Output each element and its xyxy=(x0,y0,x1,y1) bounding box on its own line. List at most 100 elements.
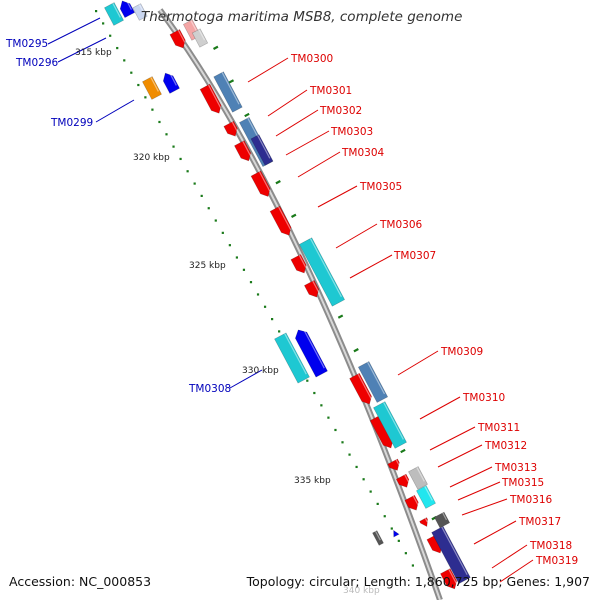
tick-dot xyxy=(390,527,393,530)
tick-dot xyxy=(362,478,365,481)
tick-dot xyxy=(158,120,161,124)
reverse-gene-glyph-shape xyxy=(372,530,384,546)
gene-label-tm0313[interactable]: TM0313 xyxy=(494,462,537,474)
reverse-gene-glyph-shine xyxy=(138,4,145,14)
tick-mark xyxy=(212,45,219,50)
reverse-gene-glyph xyxy=(372,530,384,546)
leader-line xyxy=(397,350,439,376)
forward-gene-glyph-shine xyxy=(442,512,448,521)
forward-gene-glyph-shine xyxy=(257,135,271,159)
gene-label-tm0307[interactable]: TM0307 xyxy=(393,250,436,262)
tick-dot xyxy=(186,170,189,173)
tick-dot xyxy=(221,231,224,234)
reverse-gene-glyph xyxy=(119,0,136,19)
forward-gene-glyph xyxy=(387,458,400,471)
reverse-gene-glyph-shape xyxy=(132,3,148,21)
forward-gene-glyph-shape xyxy=(373,401,407,449)
reverse-gene-glyph xyxy=(104,2,124,26)
forward-gene-glyph xyxy=(419,517,428,528)
gene-label-tm0304[interactable]: TM0304 xyxy=(341,147,385,159)
gene-label-tm0317[interactable]: TM0317 xyxy=(518,516,561,528)
forward-gene-glyph xyxy=(234,140,252,162)
tick-dot xyxy=(383,515,386,518)
tick-dot xyxy=(320,404,323,407)
forward-gene-glyph-shine xyxy=(258,171,271,192)
forward-gene-glyph-shine xyxy=(383,402,404,440)
forward-gene-glyph-shine xyxy=(357,373,372,399)
tick-mark xyxy=(275,180,281,185)
accession-text: Accession: NC_000853 xyxy=(9,574,152,589)
leader-line xyxy=(419,396,461,420)
forward-gene-glyph xyxy=(404,494,419,511)
forward-gene-glyph xyxy=(416,485,436,509)
scale-label: 335 kbp xyxy=(294,476,331,486)
genome-title: Thermotoga maritima MSB8, complete genom… xyxy=(141,9,463,25)
leader-line xyxy=(449,466,493,488)
forward-gene-glyph-shine xyxy=(441,526,468,576)
tick-dot xyxy=(256,293,260,296)
reverse-gene-glyph-shine xyxy=(375,531,381,541)
leader-line xyxy=(229,369,263,389)
scale-labels: 315 kbp 320 kbp 325 kbp 330 kbp 335 kbp … xyxy=(75,48,380,596)
gene-label-tm0316[interactable]: TM0316 xyxy=(509,494,553,506)
gene-label-tm0300[interactable]: TM0300 xyxy=(290,53,333,65)
forward-gene-glyph-shape xyxy=(433,511,451,529)
gene-label-tm0306[interactable]: TM0306 xyxy=(379,219,423,231)
gene-label-tm0301[interactable]: TM0301 xyxy=(309,85,352,97)
tick-dot xyxy=(179,157,182,161)
tick-dot xyxy=(355,465,358,469)
gene-label-tm0303[interactable]: TM0303 xyxy=(330,126,373,138)
forward-gene-glyph xyxy=(298,237,346,307)
tick-mark xyxy=(244,112,250,118)
forward-gene-glyph xyxy=(433,511,451,529)
forward-gene-glyph xyxy=(290,254,307,274)
tick-dot xyxy=(207,207,210,210)
forward-gene-glyph-shine xyxy=(395,459,400,466)
tick-dot xyxy=(151,108,154,111)
gene-label-tm0302[interactable]: TM0302 xyxy=(319,105,362,117)
leader-line xyxy=(429,426,476,451)
reverse-gene-glyph-shape xyxy=(104,2,124,26)
tick-dot xyxy=(235,256,238,259)
forward-gene-glyph xyxy=(431,525,471,585)
forward-gene-glyph xyxy=(357,361,389,403)
gene-label-tm0305[interactable]: TM0305 xyxy=(359,181,402,193)
gene-label-tm0312[interactable]: TM0312 xyxy=(484,440,527,452)
tick-dot xyxy=(172,145,175,148)
leader-line xyxy=(491,544,528,569)
gene-label-tm0308[interactable]: TM0308 xyxy=(188,383,231,395)
leader-line xyxy=(349,254,393,279)
forward-gene-labels: TM0300 TM0301 TM0302 TM0303 TM0304 TM030… xyxy=(290,53,578,567)
gene-label-tm0315[interactable]: TM0315 xyxy=(501,477,544,489)
gene-label-tm0319[interactable]: TM0319 xyxy=(535,555,578,567)
gene-label-tm0318[interactable]: TM0318 xyxy=(529,540,572,552)
leader-line xyxy=(267,89,308,117)
tick-mark xyxy=(337,314,344,319)
tick-dot xyxy=(144,96,147,99)
reverse-gene-glyph-shine xyxy=(284,333,307,375)
forward-gene-glyph xyxy=(223,120,238,137)
forward-gene-glyph-shape xyxy=(404,494,419,511)
forward-gene-glyph-shine xyxy=(312,280,319,292)
forward-gene-glyph-shape xyxy=(223,120,238,137)
forward-gene-glyph-shape xyxy=(349,372,372,405)
forward-gene-glyph xyxy=(349,372,372,405)
gene-label-tm0299[interactable]: TM0299 xyxy=(50,117,93,129)
forward-gene-glyph xyxy=(395,473,410,488)
gene-label-tm0309[interactable]: TM0309 xyxy=(440,346,483,358)
tick-dot xyxy=(242,268,246,271)
reverse-gene-labels: TM0295 TM0296 TM0299 TM0308 xyxy=(5,38,231,395)
forward-gene-glyph-shine xyxy=(298,254,307,268)
tick-dot xyxy=(123,59,126,62)
scale-label: 330 kbp xyxy=(242,366,279,376)
gene-label-tm0311[interactable]: TM0311 xyxy=(477,422,520,434)
gene-label-tm0310[interactable]: TM0310 xyxy=(462,392,505,404)
forward-gene-glyph-shine xyxy=(424,518,428,523)
tick-dot xyxy=(193,182,196,185)
leader-line xyxy=(473,520,517,545)
tick-dot xyxy=(137,83,140,87)
tick-mark xyxy=(400,448,406,454)
gene-label-tm0295[interactable]: TM0295 xyxy=(5,38,48,50)
tick-mark xyxy=(228,79,235,84)
gene-label-tm0296[interactable]: TM0296 xyxy=(15,57,59,69)
